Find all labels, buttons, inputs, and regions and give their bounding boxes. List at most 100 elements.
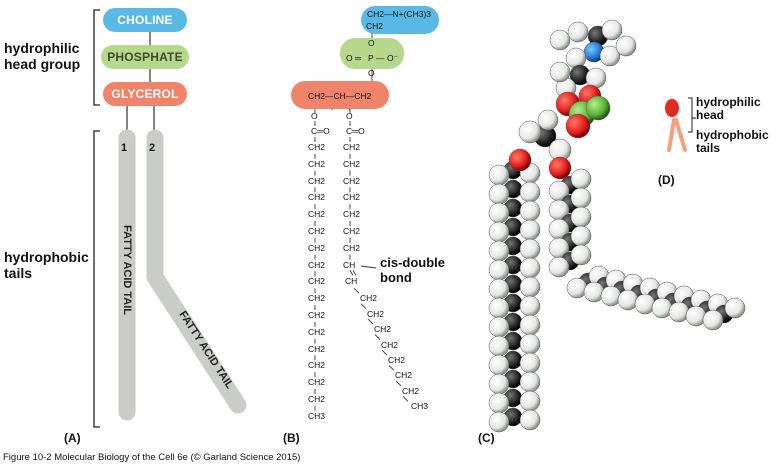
- chain2-ch2-kinked: CH2: [367, 308, 385, 319]
- label-line: hydrophobic: [4, 249, 89, 265]
- chain2-ch2-kinked: CH2: [360, 293, 378, 304]
- chain2-ch2: CH2: [343, 242, 361, 253]
- hydrophilic-head-group-label: hydrophilic head group: [4, 40, 80, 72]
- bond-dash: —: [376, 53, 385, 63]
- tails-bracket: [93, 130, 100, 428]
- space-filling-model: [488, 19, 746, 433]
- glycerol-pill: GLYCEROL: [103, 82, 187, 106]
- hydrogen-atom: [570, 187, 592, 209]
- head-atom: [549, 61, 571, 83]
- hydrogen-atom: [617, 289, 639, 311]
- hydrogen-atom: [519, 352, 541, 374]
- label-line: tails: [4, 265, 33, 281]
- tail-number-1: 1: [121, 142, 128, 154]
- phosphate-region: [340, 38, 404, 69]
- hydrogen-atom: [570, 206, 592, 228]
- hydrogen-atom: [488, 183, 510, 205]
- chain1-ch2: CH2: [308, 276, 326, 287]
- hydrogen-atom: [566, 277, 588, 299]
- hydrogen-atom: [548, 256, 570, 278]
- legend-head-bracket: [688, 97, 693, 133]
- chain-bond: [353, 287, 360, 294]
- glycerol-formula: CH2—CH—CH2: [308, 91, 372, 101]
- panel-label-d: (D): [658, 173, 675, 187]
- head-atom: [615, 35, 637, 57]
- chain1-ch3: CH3: [308, 410, 326, 421]
- carbonyl-2: C═O: [346, 126, 365, 136]
- hydrogen-atom: [724, 297, 746, 319]
- chain1-ch2: CH2: [308, 310, 326, 320]
- cis-bond-pointer: [360, 265, 377, 269]
- chain2-ch2-kinked: CH2: [395, 370, 413, 381]
- phosphate-o-top: O: [368, 38, 375, 48]
- phosphorus-atom: [585, 95, 611, 121]
- panel-label-c: (C): [478, 431, 495, 445]
- head-atom: [599, 45, 621, 67]
- hydrogen-atom: [519, 219, 541, 241]
- hydrogen-atom: [651, 297, 673, 319]
- hydrogen-atom: [634, 293, 656, 315]
- panel-label-a: (A): [64, 431, 81, 445]
- oxygen-atom: [508, 148, 532, 172]
- hydrogen-atom: [488, 316, 510, 338]
- hydrogen-atom: [519, 238, 541, 260]
- bond-dash: ═: [355, 53, 362, 63]
- hydrogen-atom: [518, 120, 542, 144]
- hydrogen-atom: [488, 354, 510, 376]
- chain1-ch2: CH2: [308, 326, 326, 337]
- phosphate-label: PHOSPHATE: [107, 50, 183, 64]
- chain-bond: [381, 349, 388, 356]
- legend-tails-icon: [667, 118, 687, 152]
- hydrogen-atom: [488, 392, 510, 414]
- legend-hydrophobic-tails: hydrophobic tails: [696, 129, 769, 155]
- hydrogen-atom: [519, 314, 541, 336]
- hydrogen-atom: [488, 278, 510, 300]
- ester-o-1: O: [311, 111, 318, 121]
- hydrogen-atom: [519, 257, 541, 279]
- phosphate-p: P: [368, 53, 374, 63]
- chain1-ch2: CH2: [308, 360, 326, 371]
- chain2-ch2-kinked: CH2: [374, 324, 392, 335]
- chain2-ch2-kinked: CH2: [381, 339, 399, 350]
- head-atom: [565, 47, 587, 69]
- chain2-ch2: CH2: [343, 175, 361, 186]
- phosphate-pill: PHOSPHATE: [101, 45, 189, 69]
- hydrogen-atom: [519, 295, 541, 317]
- cis-double-bond-label: cis-double bond: [380, 255, 445, 285]
- hydrogen-atom: [685, 305, 707, 327]
- chain2-ch2-kinked: CH2: [402, 385, 420, 396]
- hydrogen-atom: [488, 259, 510, 281]
- chain1-ch2: CH2: [308, 226, 326, 236]
- phosphate-o-left: O: [346, 53, 353, 63]
- chain-bond: [349, 270, 354, 276]
- hydrogen-atom: [519, 371, 541, 393]
- tail-number-2: 2: [149, 142, 156, 154]
- hydrogen-atom: [537, 109, 559, 131]
- hydrogen-atom: [702, 309, 724, 331]
- hydrogen-atom: [519, 276, 541, 298]
- label-line: hydrophilic: [696, 95, 761, 109]
- legend-hydrophilic-head: hydrophilic head: [696, 96, 761, 122]
- chain1-ch2: CH2: [308, 293, 326, 304]
- head-atom: [549, 29, 571, 51]
- label-line: hydrophobic: [696, 128, 769, 142]
- chain2-ch2: CH2: [343, 142, 361, 152]
- phosphate-o-bottom: O: [368, 68, 375, 78]
- hydrogen-atom: [488, 202, 510, 224]
- chain2-ch2: CH2: [343, 192, 361, 203]
- chain1-ch2: CH2: [308, 209, 326, 220]
- choline-label: CHOLINE: [117, 13, 173, 27]
- hydrogen-atom: [600, 285, 622, 307]
- label-line: cis-double: [380, 255, 446, 270]
- label-line: tails: [696, 141, 721, 155]
- chain1-ch2: CH2: [308, 158, 326, 169]
- hydrogen-atom: [583, 281, 605, 303]
- hydrogen-atom: [519, 333, 541, 355]
- chain-bond: [402, 396, 409, 402]
- label-line: head: [696, 108, 725, 122]
- ester-o-2: O: [346, 111, 353, 121]
- chain1-ch2: CH2: [308, 343, 326, 354]
- chain2-ch2-kinked: CH2: [388, 355, 406, 366]
